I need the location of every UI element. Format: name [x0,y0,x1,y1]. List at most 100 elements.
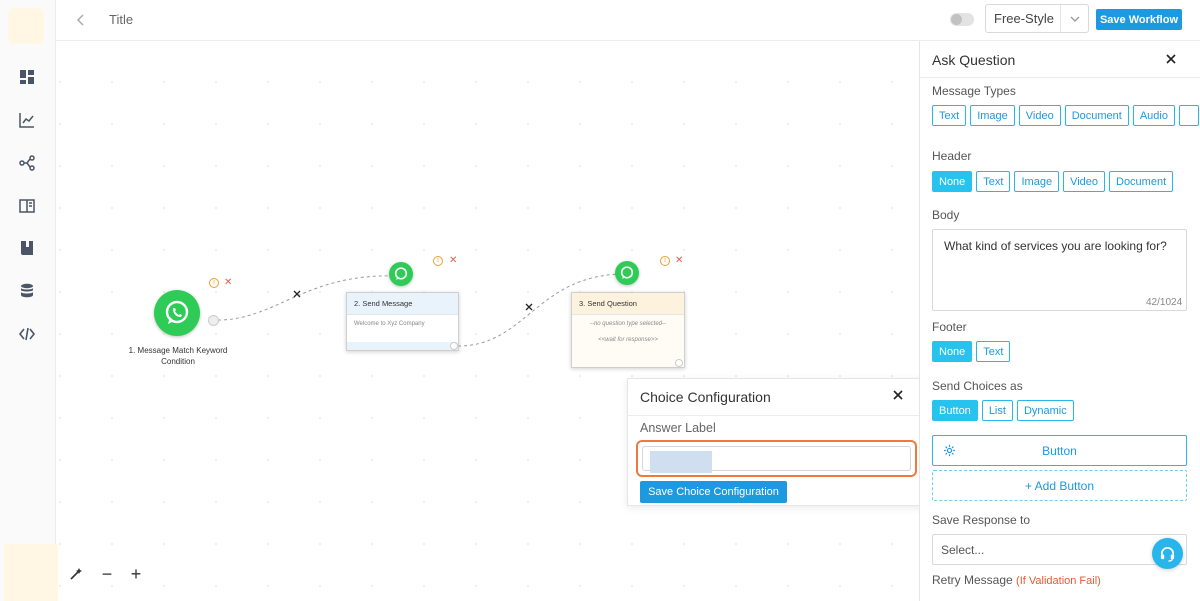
start-node-label: 1. Message Match Keyword Condition [128,346,228,366]
edge-1-2 [217,275,397,321]
answer-label-input[interactable] [636,440,917,477]
save-response-label: Save Response to [932,513,1031,527]
gear-icon [943,444,956,460]
edge-delete-icon[interactable] [525,303,533,311]
header-option-none[interactable]: None [932,171,973,192]
save-choice-configuration-button[interactable]: Save Choice Configuration [640,481,787,503]
info-icon[interactable]: i [209,278,219,288]
retry-message-hint: (If Validation Fail) [1016,575,1101,587]
zoom-in-button[interactable]: + [130,563,142,584]
database-icon[interactable] [16,280,38,302]
footer-label: Footer [932,320,967,334]
footer-option-text[interactable]: Text [976,341,1011,362]
text-selection [650,451,712,473]
message-types-group: Text Image Video Document Audio [932,105,1200,126]
message-types-label: Message Types [932,84,1016,98]
footer-options-group: None Text [932,341,1011,362]
message-type-audio[interactable]: Audio [1132,105,1175,126]
save-response-placeholder: Select... [941,542,985,557]
node-question-type: --no question type selected-- [589,321,667,327]
save-workflow-button[interactable]: Save Workflow [1096,9,1182,30]
analytics-icon[interactable] [16,109,38,131]
headset-icon [1160,547,1175,562]
node-body: Welcome to Xyz Company [354,321,425,327]
header-options-group: None Text Image Video Document [932,171,1174,192]
chevron-left-icon [76,14,84,26]
edge-delete-icon[interactable] [293,290,301,298]
divider [628,415,927,416]
send-choices-group: Button List Dynamic [932,400,1074,421]
workflow-title[interactable]: Title [109,12,134,27]
templates-icon[interactable] [16,195,38,217]
zoom-out-button[interactable]: − [101,563,113,584]
node-send-question[interactable]: 3. Send Question --no question type sele… [571,292,685,368]
magic-wand-icon[interactable] [66,565,86,583]
code-icon[interactable] [16,323,38,345]
edges-layer [217,273,623,347]
close-icon[interactable]: ✕ [675,255,684,266]
send-choices-list[interactable]: List [981,400,1013,421]
choice-configuration-popup: Choice Configuration Answer Label Save C… [627,378,927,506]
info-icon[interactable]: i [660,256,670,266]
node-output-port[interactable] [450,342,458,350]
button-config-label: Button [1042,443,1077,458]
node-send-message[interactable]: 2. Send Message Welcome to Xyz Company [346,292,459,351]
whatsapp-icon[interactable] [154,290,200,336]
header-option-text[interactable]: Text [976,171,1011,192]
close-icon[interactable]: ✕ [224,277,233,288]
send-choices-dynamic[interactable]: Dynamic [1016,400,1074,421]
close-icon[interactable] [1164,52,1178,66]
add-button-button[interactable]: + Add Button [932,470,1187,501]
panel-title: Ask Question [932,52,1016,68]
whatsapp-icon [615,261,639,285]
send-choices-button[interactable]: Button [932,400,978,421]
header-option-image[interactable]: Image [1014,171,1060,192]
sidebar [0,0,58,601]
node-output-port[interactable] [208,315,219,326]
support-headset-button[interactable] [1152,538,1183,569]
message-type-video[interactable]: Video [1018,105,1061,126]
workflow-toggle[interactable] [950,13,974,26]
message-type-more[interactable] [1178,105,1199,126]
close-icon[interactable]: ✕ [449,255,458,266]
popup-title: Choice Configuration [640,389,771,405]
retry-message-text: Retry Message [932,573,1013,587]
edge-2-3 [457,273,623,347]
header-option-video[interactable]: Video [1063,171,1105,192]
divider [920,77,1200,78]
header-option-document[interactable]: Document [1109,171,1174,192]
back-button[interactable] [70,9,92,31]
header-label: Header [932,149,972,163]
node-title: 2. Send Message [347,293,458,315]
footer-option-none[interactable]: None [932,341,973,362]
save-response-select[interactable]: Select... [932,534,1187,565]
whatsapp-icon [389,262,413,286]
body-textarea[interactable]: What kind of services you are looking fo… [932,229,1187,311]
answer-label-field[interactable] [642,446,911,473]
message-type-text[interactable]: Text [932,105,967,126]
answer-label-label: Answer Label [640,421,716,435]
message-type-image[interactable]: Image [970,105,1015,126]
book-icon[interactable] [16,237,38,259]
info-icon[interactable]: i [433,256,443,266]
message-type-document[interactable]: Document [1064,105,1129,126]
button-config-button[interactable]: Button [932,435,1187,466]
user-profile-area[interactable] [4,544,58,601]
close-icon[interactable] [891,388,905,402]
chevron-down-icon [1060,5,1088,32]
node-output-port[interactable] [675,359,683,367]
retry-message-label: Retry Message (If Validation Fail) [932,573,1101,587]
ask-question-panel: Ask Question Message Types Text Image Vi… [919,41,1200,601]
mode-select-value: Free-Style [994,11,1054,26]
logo[interactable] [8,8,44,44]
send-choices-label: Send Choices as [932,379,1023,393]
body-label: Body [932,208,960,222]
top-bar: Title Free-Style Save Workflow [56,0,1200,41]
mode-select[interactable]: Free-Style [985,4,1089,33]
workflow-canvas[interactable]: i ✕ 1. Message Match Keyword Condition i… [56,41,919,601]
body-char-counter: 42/1024 [1146,297,1183,308]
node-title: 3. Send Question [572,293,684,315]
dashboard-icon[interactable] [16,66,38,88]
flow-icon[interactable] [16,152,38,174]
